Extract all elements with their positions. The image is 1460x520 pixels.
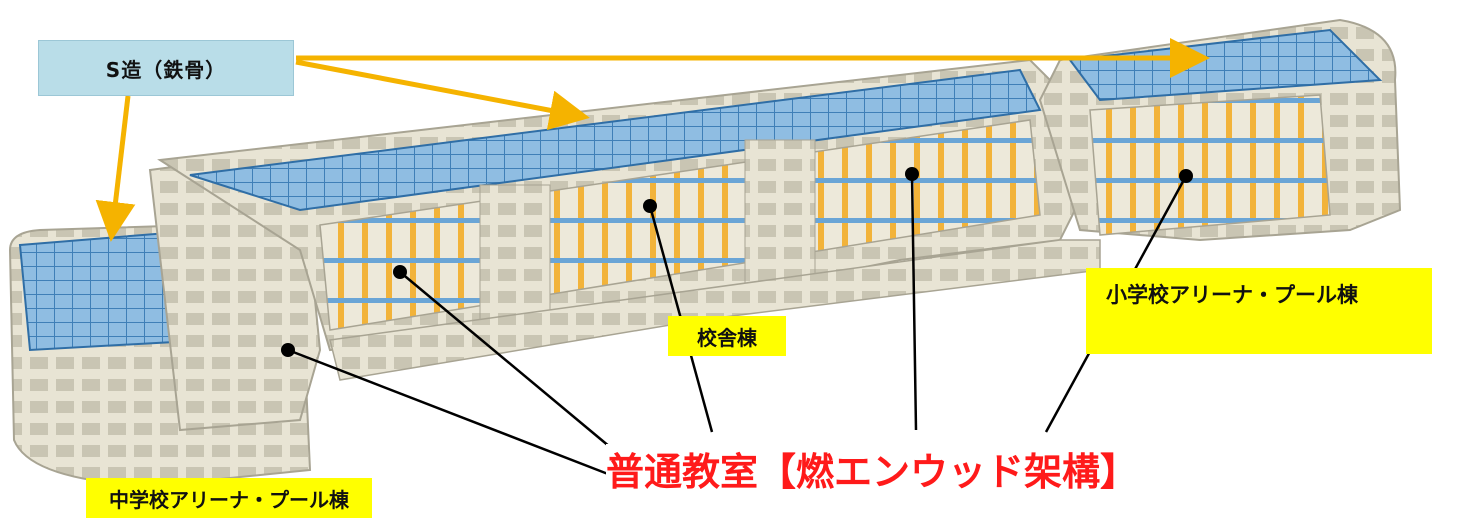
leader-lines [287, 173, 1188, 476]
steel-structure-label: S造（鉄骨） [38, 40, 294, 96]
classroom-timber-frame-label: 普通教室【燃エンウッド架構】 [606, 444, 1166, 500]
elementary-arena-block [1038, 18, 1402, 242]
leader-dots [281, 167, 1193, 357]
school-building-label: 校舎棟 [668, 316, 786, 356]
elementary-arena-label: 小学校アリーナ・プール棟 [1086, 268, 1432, 354]
steel-arrows [95, 38, 1210, 242]
junior-arena-label: 中学校アリーナ・プール棟 [86, 478, 372, 518]
school-building-block [157, 58, 1101, 381]
